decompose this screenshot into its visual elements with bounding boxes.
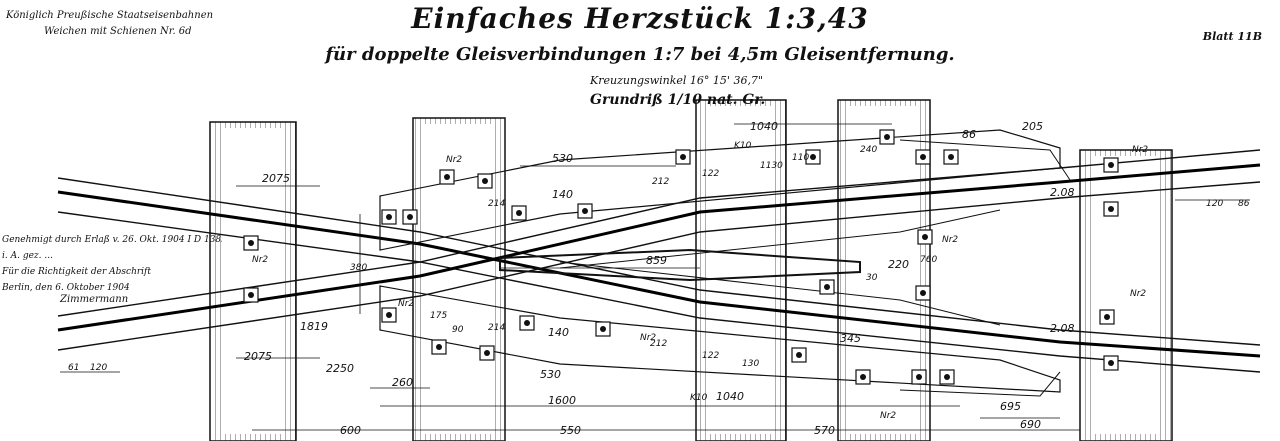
railway-administration-header: Königlich Preußische Staatseisenbahnen W…	[6, 8, 213, 40]
dim-top-86: 86	[962, 128, 976, 141]
rail-track-b	[57, 149, 1261, 351]
dim-bot-260: 260	[392, 376, 413, 389]
dim-bot-695: 695	[1000, 400, 1021, 413]
dim-mid-214-b: 214	[488, 323, 505, 333]
dim-right-86: 86	[1238, 199, 1250, 209]
approval-line-1: Genehmigt durch Erlaß v. 26. Okt. 1904 I…	[2, 235, 233, 245]
dim-mid-30: 30	[866, 273, 878, 283]
part-label-nr2: Nr2	[1132, 145, 1148, 155]
drawing-title: Einfaches Herzstück 1:3,43	[411, 2, 869, 35]
dim-bot-120: 120	[90, 363, 107, 373]
dim-top-1040: 1040	[750, 120, 778, 133]
rail-track-a	[57, 177, 1261, 373]
org-line-2: Weichen mit Schienen Nr. 6d	[44, 26, 192, 37]
dim-top-530: 530	[552, 152, 573, 165]
dim-mid-345: 345	[840, 332, 861, 345]
part-label-nr2: Nr2	[942, 235, 958, 245]
approval-line-4: Berlin, den 6. Oktober 1904	[2, 283, 130, 293]
drawing-subtitle: für doppelte Gleisverbindungen 1:7 bei 4…	[325, 44, 955, 65]
dim-mid-208-b: 2.08	[1050, 322, 1075, 335]
dim-bot-61: 61	[68, 363, 79, 373]
dim-bot-1040: 1040	[716, 390, 744, 403]
part-label-k10: K10	[734, 141, 752, 151]
approval-line-2: i. A. gez. ...	[2, 251, 53, 261]
dim-mid-212-b: 212	[650, 339, 667, 349]
dim-mid-859: 859	[646, 254, 667, 267]
dim-bot-570: 570	[814, 424, 835, 437]
part-label-nr2: Nr2	[446, 155, 462, 165]
part-label-nr2: Nr2	[1130, 289, 1146, 299]
dim-bot-690: 690	[1020, 418, 1041, 431]
crossing-angle-label: Kreuzungswinkel 16° 15' 36,7"	[590, 74, 763, 87]
dim-mid-90: 90	[452, 325, 464, 335]
dim-mid-380: 380	[350, 263, 367, 273]
dim-mid-220: 220	[888, 258, 909, 271]
dim-top-205: 205	[1022, 120, 1043, 133]
dimension-lines	[60, 123, 1250, 431]
dim-mid-208-a: 2.08	[1050, 186, 1075, 199]
dim-mid-760: 760	[920, 255, 937, 265]
dim-mid-212-a: 212	[652, 177, 669, 187]
dim-bot-2250: 2250	[326, 362, 354, 375]
dim-mid-122-a: 122	[702, 169, 719, 179]
part-label-nr2: Nr2	[398, 299, 414, 309]
dim-top-1130: 1130	[760, 161, 783, 171]
dim-mid-214-a: 214	[488, 199, 505, 209]
approval-note: Genehmigt durch Erlaß v. 26. Okt. 1904 I…	[2, 232, 233, 296]
dim-bot-530: 530	[540, 368, 561, 381]
dim-top-2075: 2075	[262, 172, 290, 185]
dim-mid-140-a: 140	[552, 188, 573, 201]
part-label-nr2: Nr2	[252, 255, 268, 265]
part-label-k10: K10	[690, 393, 708, 403]
sheet-number: Blatt 11B	[1202, 30, 1262, 43]
base-plates	[379, 129, 1061, 393]
approval-line-3: Für die Richtigkeit der Abschrift	[2, 267, 152, 277]
part-label-nr2: Nr2	[880, 411, 896, 421]
dim-mid-130: 130	[742, 359, 759, 369]
dim-right-120: 120	[1206, 199, 1223, 209]
dimension-texts: 1040 530 2075 205 86 1130 110 240 859 22…	[68, 120, 1250, 437]
wing-rails	[559, 139, 1071, 397]
dim-mid-122-b: 122	[702, 351, 719, 361]
dim-mid-1819: 1819	[300, 320, 328, 333]
signer-name: Zimmermann	[60, 294, 129, 305]
part-labels: Nr2 Nr2 Nr2 Nr2 Nr2 Nr2 Nr2 Nr2 K10 K10	[252, 141, 1148, 421]
dim-top-110: 110	[792, 153, 809, 163]
dim-bot-550: 550	[560, 424, 581, 437]
part-label-nr2: Nr2	[640, 333, 656, 343]
dim-mid-175: 175	[430, 311, 447, 321]
bolts	[243, 129, 1119, 385]
dim-bot-2075: 2075	[244, 350, 272, 363]
dim-top-240: 240	[860, 145, 877, 155]
dim-mid-140-b: 140	[548, 326, 569, 339]
dim-bot-600: 600	[340, 424, 361, 437]
dim-bot-1600: 1600	[548, 394, 576, 407]
org-line-1: Königlich Preußische Staatseisenbahnen	[6, 10, 214, 21]
